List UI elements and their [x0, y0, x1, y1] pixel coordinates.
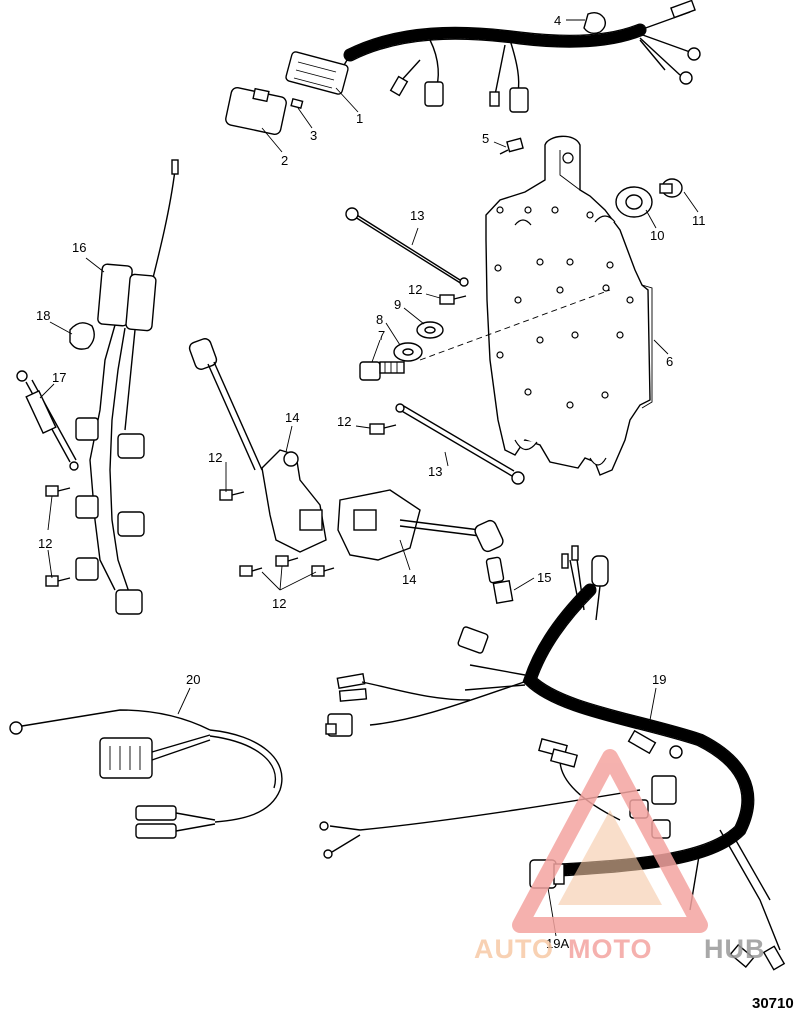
callout-15: 15: [537, 570, 551, 585]
callout-20: 20: [186, 672, 200, 687]
automotohub-watermark: AUTO MOTO HUB: [474, 749, 766, 964]
callout-12-left: 12: [38, 536, 52, 551]
callout-10: 10: [650, 228, 664, 243]
watermark-triangle-inner: [558, 810, 662, 905]
callout-leaders: [39, 19, 699, 937]
callout-12-coil: 12: [208, 450, 222, 465]
figure-number: 30710: [752, 995, 794, 1012]
mounting-plate-assembly: [485, 135, 683, 476]
callout-13-lower: 13: [428, 464, 442, 479]
callout-11: 11: [692, 213, 706, 228]
callout-3: 3: [310, 128, 317, 143]
small-harness-assembly: [9, 709, 283, 839]
callout-13-upper: 13: [410, 208, 424, 223]
callout-5: 5: [482, 131, 489, 146]
callout-18: 18: [36, 308, 50, 323]
callout-2: 2: [281, 153, 288, 168]
callout-19a: 19A: [546, 936, 569, 951]
fastener-group: [345, 207, 611, 485]
watermark-text-auto: AUTO: [474, 934, 554, 964]
top-harness-assembly: [225, 0, 701, 135]
callout-14-upper: 14: [285, 410, 299, 425]
callout-12-bottom: 12: [272, 596, 286, 611]
callout-labels: 1 2 3 4 5 6 7 8 9 10 11 12 12 12 12 12 1…: [36, 13, 706, 951]
watermark-triangle-outer: [512, 749, 708, 933]
callout-1: 1: [356, 111, 363, 126]
callout-6: 6: [666, 354, 673, 369]
callout-16: 16: [72, 240, 86, 255]
watermark-text-moto: MOTO: [568, 934, 653, 964]
callout-14-lower: 14: [402, 572, 416, 587]
callout-12-plate: 12: [408, 282, 422, 297]
left-harness-assembly: [16, 159, 179, 615]
callout-12-lower: 12: [337, 414, 351, 429]
sensor-part: [485, 545, 609, 621]
callout-8: 8: [376, 312, 383, 327]
callout-4: 4: [554, 13, 561, 28]
callout-7: 7: [378, 328, 385, 343]
watermark-text-hub: HUB: [704, 934, 766, 964]
callout-17: 17: [52, 370, 66, 385]
callout-19: 19: [652, 672, 666, 687]
callout-9: 9: [394, 297, 401, 312]
ignition-coil-assembly: [188, 338, 504, 577]
